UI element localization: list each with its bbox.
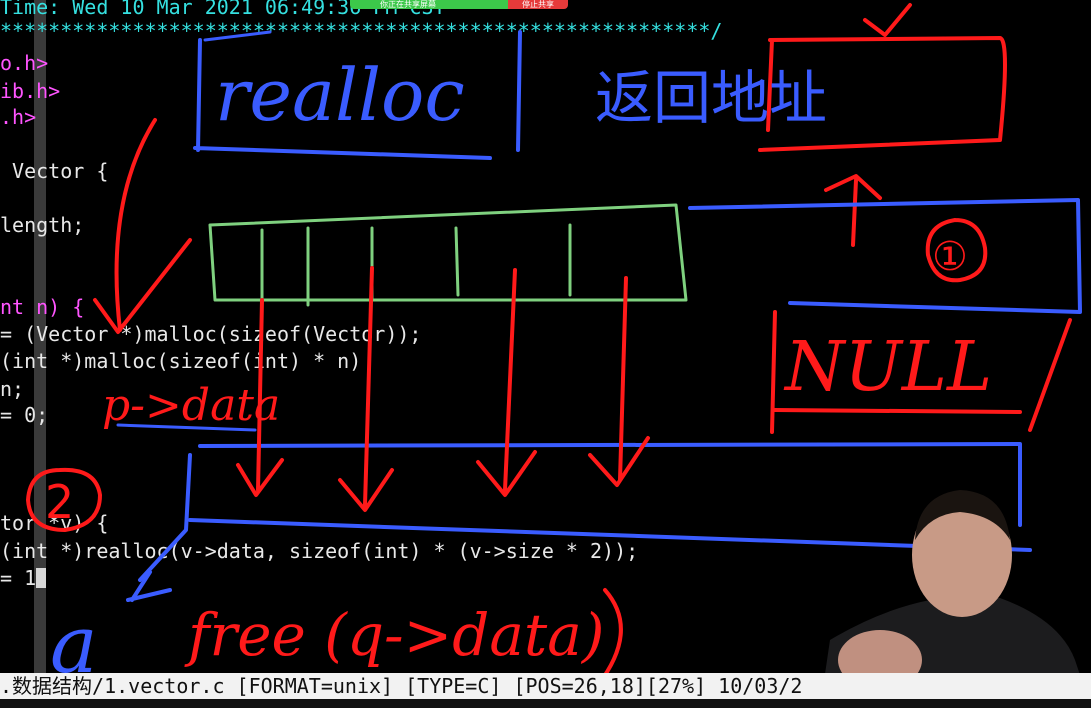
null-box bbox=[770, 310, 1072, 434]
code-line-include-stdio: o.h> bbox=[0, 51, 49, 75]
sharing-indicator-label: 你正在共享屏幕 bbox=[350, 0, 508, 9]
p-data-underline bbox=[116, 423, 257, 432]
pointer-arrow bbox=[93, 118, 192, 334]
array-dividers bbox=[260, 223, 572, 307]
stop-sharing-button[interactable]: 停止共享 bbox=[508, 0, 568, 9]
text-cursor bbox=[36, 568, 46, 588]
code-line-malloc-vector: = (Vector *)malloc(sizeof(Vector)); bbox=[0, 322, 422, 346]
annotation-circle-one: ① bbox=[932, 234, 968, 280]
presenter-head bbox=[912, 493, 1012, 617]
code-line-length: length; bbox=[0, 213, 85, 237]
file-header-stars: ****************************************… bbox=[0, 19, 723, 43]
up-arrow bbox=[824, 174, 882, 247]
code-line-struct-vector: Vector { bbox=[0, 159, 109, 183]
expanded-box-bottom bbox=[138, 442, 1032, 582]
realloc-box bbox=[193, 30, 522, 160]
screen-share-bar: 你正在共享屏幕 停止共享 bbox=[350, 0, 568, 9]
editor-status-bar: .数据结构/1.vector.c [FORMAT=unix] [TYPE=C] … bbox=[0, 673, 1091, 699]
return-address-box bbox=[758, 36, 1007, 152]
code-line-init-signature: nt n) { bbox=[0, 295, 85, 319]
annotation-p-data: p->data bbox=[102, 380, 280, 431]
circle-two-ring bbox=[26, 467, 102, 532]
annotation-free-call: free (q->data) bbox=[184, 601, 604, 669]
annotation-null: NULL bbox=[783, 328, 992, 407]
annotation-realloc: realloc bbox=[215, 53, 465, 137]
code-line-include-3: .h> bbox=[0, 105, 37, 129]
code-line-size-n: n; bbox=[0, 377, 25, 401]
editor-gutter bbox=[34, 0, 46, 690]
expanded-box-top bbox=[688, 198, 1082, 314]
realloc-top-stroke bbox=[203, 30, 272, 42]
copy-arrow-3 bbox=[476, 268, 537, 497]
circle-one-ring bbox=[925, 218, 988, 283]
expanded-box-arrow bbox=[126, 570, 172, 602]
copy-arrow-1 bbox=[236, 298, 284, 497]
copy-arrow-2 bbox=[338, 266, 394, 512]
code-line-malloc-data: (int *)malloc(sizeof(int) * n) bbox=[0, 349, 362, 373]
annotation-return-address: 返回地址 bbox=[595, 64, 827, 132]
code-line-realloc: (int *)realloc(v->data, sizeof(int) * (v… bbox=[0, 539, 639, 563]
presenter-hair bbox=[915, 490, 1010, 540]
code-line-length-zero: = 0; bbox=[0, 403, 49, 427]
command-line bbox=[0, 699, 1091, 708]
array-box bbox=[208, 203, 688, 302]
copy-arrow-4 bbox=[588, 276, 650, 487]
check-mark bbox=[863, 3, 912, 37]
annotation-circle-two: 2 bbox=[45, 475, 74, 529]
code-line-include-stdlib: ib.h> bbox=[0, 79, 61, 103]
